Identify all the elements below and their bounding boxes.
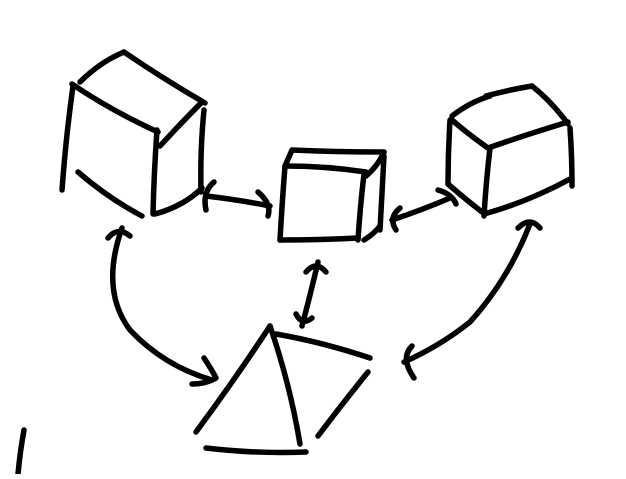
right-cube-top-front-right-edge (485, 119, 571, 151)
center-cube-front-edge (355, 171, 367, 243)
right-cube-front-edge (481, 145, 493, 219)
center-cube-bottom-right-edge (361, 223, 383, 243)
left-cube-top-front-edge (69, 81, 161, 135)
right-cube-bottom-left-edge (445, 181, 485, 215)
right-cube-top-back-edge (483, 83, 535, 99)
pyramid-right-edge (315, 369, 371, 439)
arrow-right-pyramid-head-bottom (403, 343, 417, 381)
arrow-left-center-head-left (202, 179, 217, 213)
arrow-left-center-head-right (255, 189, 272, 219)
center-cube-left-edge (277, 163, 288, 243)
left-cube-top-right-edge (157, 99, 205, 149)
left-cube-top-back-edge (121, 49, 208, 106)
arrow-left-center (202, 179, 273, 219)
arrow-right-pyramid-head-top (515, 219, 543, 231)
arrow-center-pyramid-head-bottom (293, 311, 315, 324)
left-cube-top-left-edge (77, 49, 127, 85)
left-cube-front-edge (150, 127, 160, 217)
pyramid-front-edge (267, 323, 303, 447)
center-cube-right-edge (377, 153, 387, 233)
arrow-left-pyramid-head-top (105, 228, 133, 241)
arrow-right-pyramid (401, 219, 543, 381)
arrow-left-center-shaft (203, 193, 273, 209)
center-cube (277, 147, 387, 243)
right-cube-top-right-edge (529, 83, 571, 127)
arrow-center-right-head-left (390, 205, 403, 233)
arrow-center-right (389, 187, 459, 233)
stray-stroke (15, 427, 27, 477)
right-cube-top-front-edge (449, 117, 491, 151)
arrow-center-pyramid (293, 259, 329, 329)
right-cube-top-left-edge (449, 93, 493, 119)
left-cube-bottom-front-edge (75, 169, 145, 219)
right-cube (445, 83, 575, 219)
left-cube-bottom-right-edge (152, 185, 205, 217)
arrow-left-pyramid (105, 225, 219, 387)
pyramid (193, 323, 373, 456)
left-cube-left-edge (59, 83, 76, 193)
pyramid-back-edge (273, 331, 373, 361)
arrow-left-pyramid-shaft (109, 225, 215, 383)
right-cube-bottom-right-edge (481, 175, 575, 217)
center-cube-top-front-edge (283, 163, 369, 175)
left-cube-right-edge (198, 107, 207, 195)
pyramid-left-edge (193, 323, 273, 435)
arrow-right-pyramid-shaft (401, 221, 533, 365)
arrow-center-right-shaft (389, 195, 453, 223)
left-cube (59, 49, 208, 219)
arrow-center-right-head-right (435, 187, 459, 207)
arrow-center-pyramid-head-top (303, 263, 329, 275)
center-cube-top-back-edge (289, 147, 387, 155)
right-cube-left-edge (445, 117, 453, 187)
center-cube-bottom-edge (277, 235, 361, 243)
pyramid-base-edge (203, 445, 309, 456)
center-cube-top-left-edge (282, 147, 295, 169)
arrow-left-pyramid-head-bottom (189, 355, 219, 387)
